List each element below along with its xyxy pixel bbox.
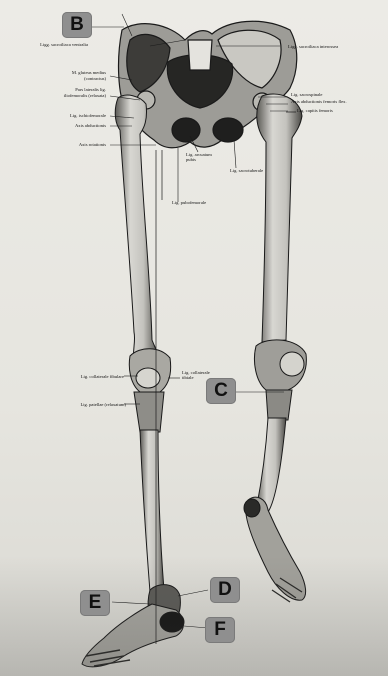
label-lig-arcuatum-pubis: Lig. arcuatum pubis <box>186 152 216 162</box>
knee-left <box>254 340 306 420</box>
label-lig-sacroiliaca-interossea: Ligg. sacroiliaca interossea <box>288 44 338 49</box>
label-pars-lateralis-sub: iliofemoralis (relaxata) <box>64 93 106 98</box>
label-gluteus-medius: M. gluteus medius <box>72 70 106 75</box>
label-gluteus-medius-sub: (contractus) <box>84 76 106 81</box>
label-lig-sacrospinale: Lig. sacrospinale <box>291 92 322 97</box>
label-lig-sacroiliaca-ventralia: Ligg. sacroiliaca ventralia <box>40 42 88 47</box>
label-lig-ischiofemorale: Lig. ischiofemorale <box>70 113 106 118</box>
badge-c: C <box>206 378 236 404</box>
femur-left <box>257 94 302 342</box>
label-axis-rotationis: Axis rotationis <box>79 142 106 147</box>
badge-e: E <box>80 590 110 616</box>
label-lig-sacrotuberale: Lig. sacrotuberale <box>230 168 264 173</box>
badge-d: D <box>210 577 240 603</box>
badge-f: F <box>205 617 235 643</box>
label-axis-abductionis-flex: Axis abductionis femoris flex. <box>291 99 347 104</box>
label-pars-lateralis: Pars lateralis lig. <box>75 87 106 92</box>
knee-right <box>129 349 170 432</box>
label-lig-capitis-femoris: Lig. capitis femoris <box>297 108 333 113</box>
badge-b: B <box>62 12 92 38</box>
label-axis-abductionis: Axis abductionis <box>75 123 106 128</box>
label-lig-collaterale-fibulare: Lig. collaterale fibulare <box>81 374 124 379</box>
label-lig-pubofemorale: Lig. pubofemorale <box>172 200 206 205</box>
lower-shading <box>0 556 388 676</box>
label-lig-patellae: Lig. patellae (relaxatum) <box>80 402 126 407</box>
